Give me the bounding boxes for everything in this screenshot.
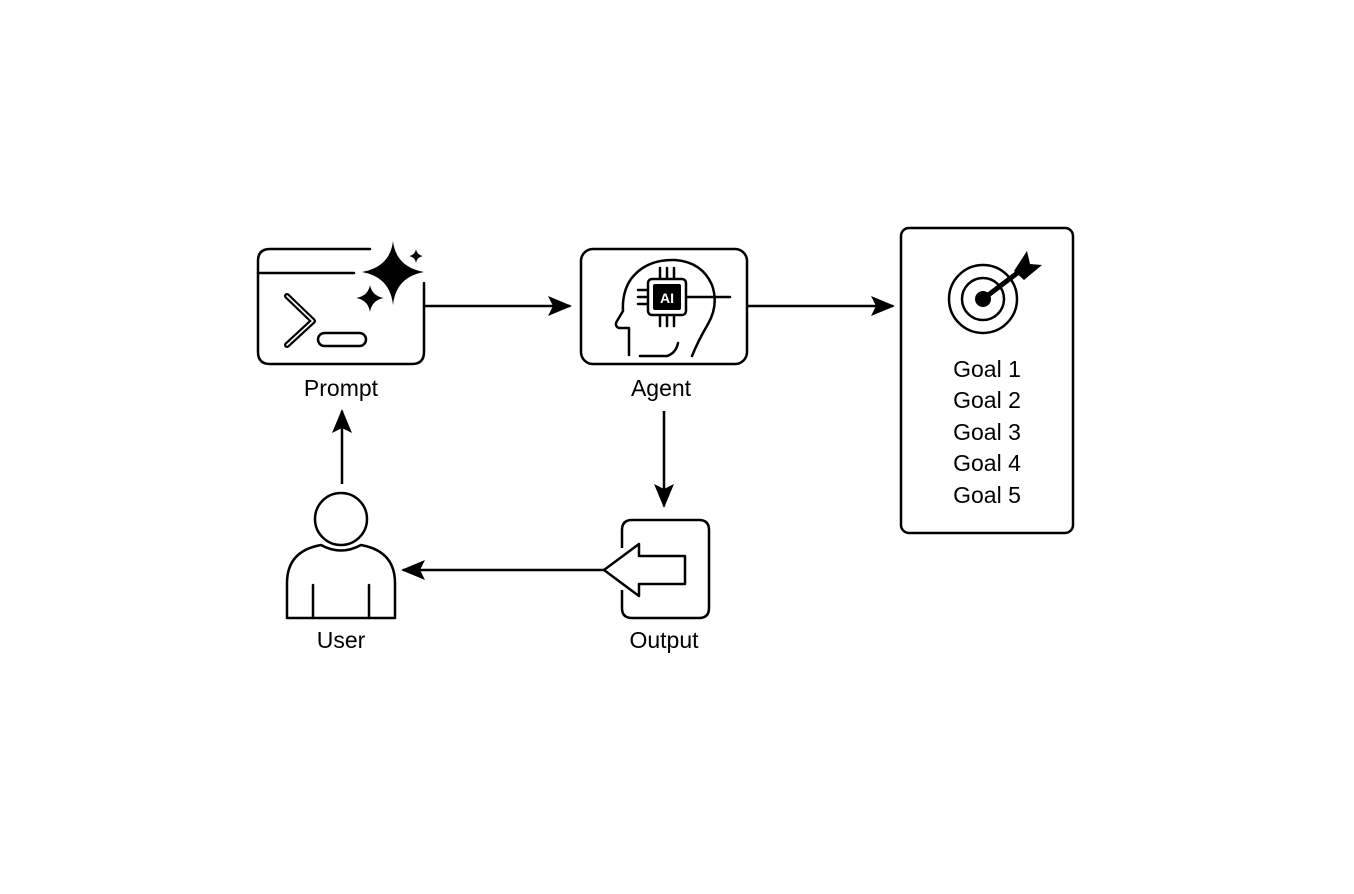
agent-frame [579, 247, 749, 366]
user-label: User [317, 627, 366, 653]
agent-node: AI Agent [579, 247, 749, 401]
goals-node: Goal 1 Goal 2 Goal 3 Goal 4 Goal 5 [899, 226, 1075, 535]
user-node: User [285, 491, 397, 653]
terminal-sparkle-icon [256, 241, 426, 366]
ai-head-icon [614, 258, 732, 358]
output-arrow-icon [602, 518, 711, 620]
agent-label: Agent [631, 375, 692, 401]
goal-item: Goal 4 [953, 450, 1021, 476]
goals-frame [899, 226, 1075, 535]
goal-item: Goal 2 [953, 387, 1021, 413]
goal-item: Goal 5 [953, 482, 1021, 508]
prompt-label: Prompt [304, 375, 379, 401]
connectors [332, 296, 895, 580]
goal-item: Goal 3 [953, 419, 1021, 445]
output-node: Output [602, 518, 711, 653]
output-label: Output [629, 627, 699, 653]
ai-chip-text: AI [660, 290, 674, 306]
target-dart-icon [947, 251, 1042, 335]
goal-item: Goal 1 [953, 356, 1021, 382]
prompt-node: Prompt [256, 241, 426, 401]
user-icon [285, 491, 397, 620]
